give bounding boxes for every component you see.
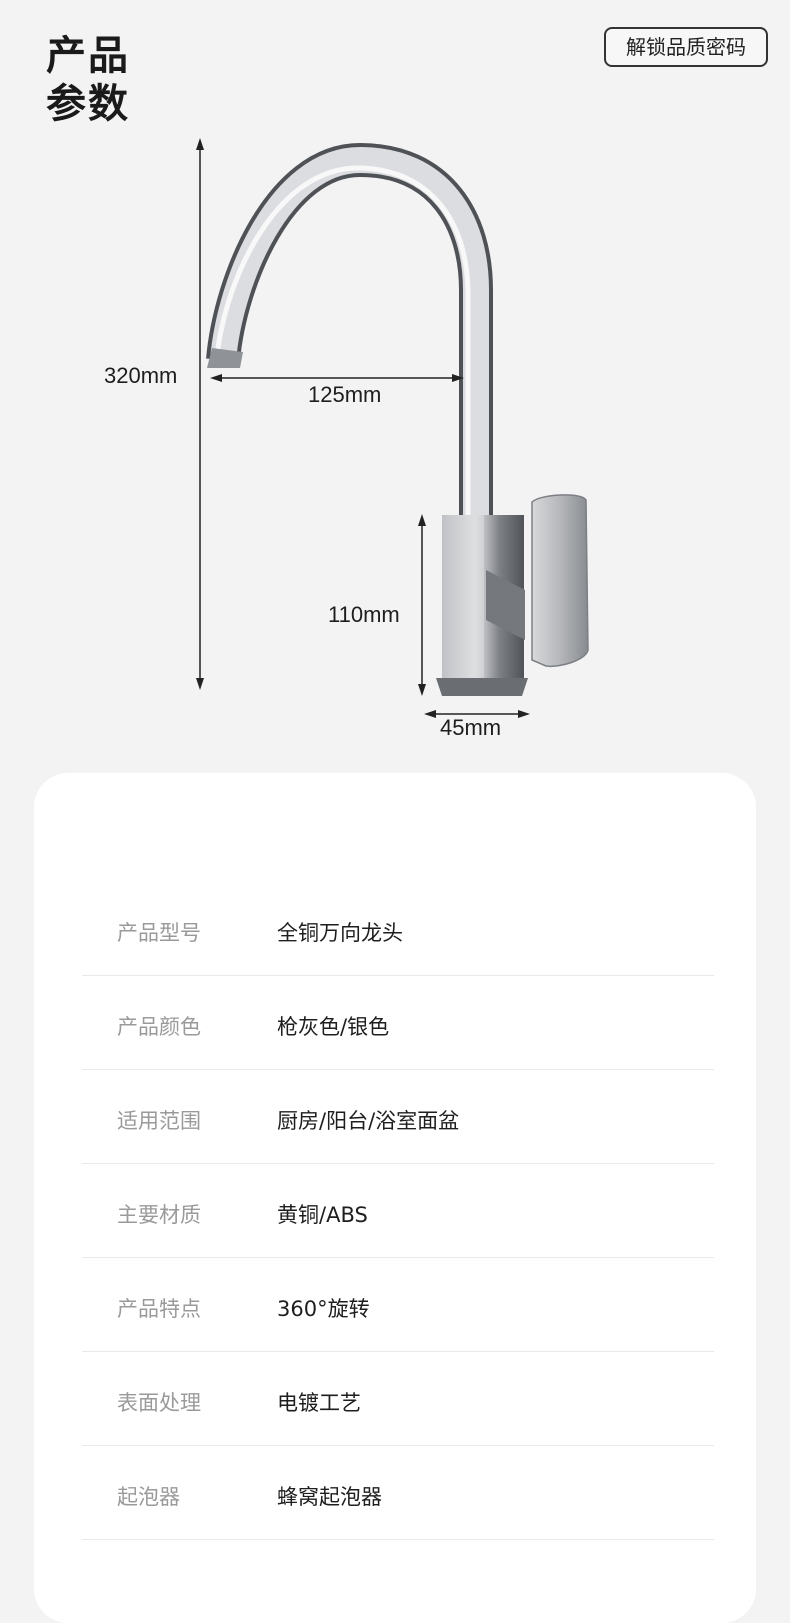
spec-label: 主要材质	[117, 1202, 201, 1227]
spout-pipe	[210, 146, 489, 520]
dimension-body-height: 110mm	[328, 602, 400, 627]
spec-value: 全铜万向龙头	[277, 920, 403, 945]
spec-value: 厨房/阳台/浴室面盆	[277, 1108, 460, 1133]
spec-label: 产品型号	[117, 920, 201, 945]
dimension-height-total: 320mm	[104, 363, 178, 388]
spec-row-material: 主要材质 黄铜/ABS	[82, 1164, 714, 1258]
page-title-line-1: 产品	[46, 33, 130, 79]
spec-row-aerator: 起泡器 蜂窝起泡器	[82, 1446, 714, 1540]
spec-value: 电镀工艺	[277, 1390, 361, 1415]
spec-label: 产品特点	[117, 1296, 201, 1321]
spec-label: 起泡器	[117, 1484, 180, 1509]
dimension-spout-reach: 125mm	[308, 382, 382, 407]
spec-list: 产品型号 全铜万向龙头 产品颜色 枪灰色/银色 适用范围 厨房/阳台/浴室面盆 …	[82, 882, 714, 1540]
spec-value: 黄铜/ABS	[277, 1202, 368, 1227]
spec-label: 产品颜色	[117, 1014, 201, 1039]
faucet-base	[436, 678, 528, 696]
spout-highlight	[214, 165, 471, 520]
faucet-illustration	[196, 138, 589, 718]
spec-label: 适用范围	[117, 1108, 201, 1133]
spec-row-feature: 产品特点 360°旋转	[82, 1258, 714, 1352]
spec-row-usage: 适用范围 厨房/阳台/浴室面盆	[82, 1070, 714, 1164]
unlock-quality-button[interactable]: 解锁品质密码	[604, 27, 768, 67]
spec-value: 枪灰色/银色	[277, 1014, 390, 1039]
spout-tip	[207, 348, 243, 368]
faucet-dimension-diagram: 320mm 125mm 110mm 45mm	[0, 120, 790, 760]
spec-card: 产品型号 全铜万向龙头 产品颜色 枪灰色/银色 适用范围 厨房/阳台/浴室面盆 …	[34, 773, 756, 1623]
spec-row-finish: 表面处理 电镀工艺	[82, 1352, 714, 1446]
page-title: 产品 参数	[46, 32, 130, 128]
spec-row-model: 产品型号 全铜万向龙头	[82, 882, 714, 976]
spec-value: 360°旋转	[277, 1296, 370, 1321]
spec-value: 蜂窝起泡器	[277, 1484, 382, 1509]
page-title-line-2: 参数	[46, 81, 130, 127]
dimension-base-width: 45mm	[440, 715, 502, 740]
spec-label: 表面处理	[117, 1390, 201, 1415]
faucet-lever-handle	[531, 494, 589, 668]
spec-row-color: 产品颜色 枪灰色/银色	[82, 976, 714, 1070]
